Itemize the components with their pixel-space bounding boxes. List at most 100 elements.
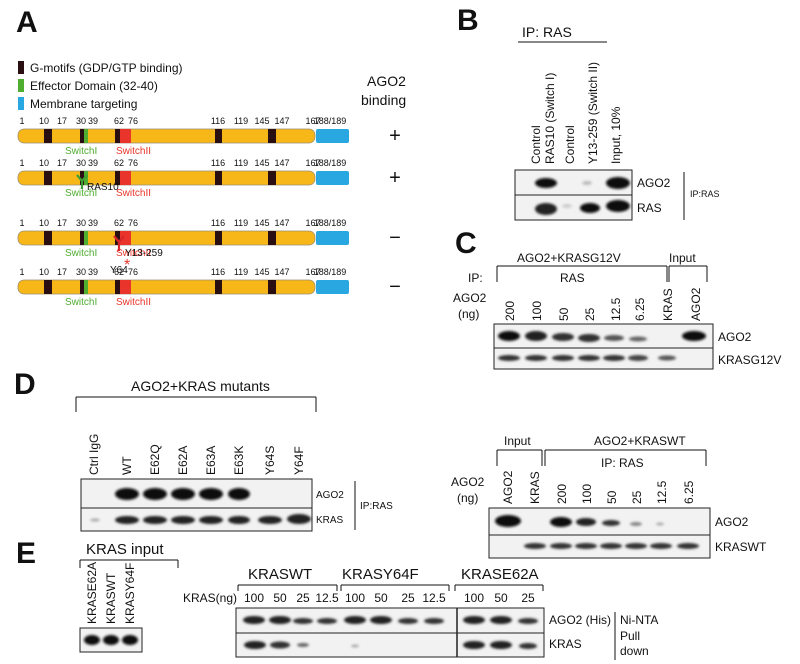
- blot-d: [80, 478, 313, 532]
- c-bot-ng: (ng): [457, 491, 478, 505]
- e-row-kras: KRAS: [549, 637, 582, 651]
- c-top-lane-label: KRAS: [661, 288, 675, 321]
- residue-number: 17: [57, 267, 67, 277]
- c-bot-lane-label: 12.5: [655, 480, 669, 504]
- legend-membrane-swatch: [18, 97, 24, 110]
- residue-number: 145: [254, 158, 269, 168]
- membrane-box: [316, 231, 349, 245]
- switch-i-label: SwitchI: [65, 146, 97, 157]
- residue-number: 1: [19, 158, 24, 168]
- residue-number: 188/189: [314, 267, 347, 277]
- switch2-box: [120, 280, 131, 294]
- c-bot-lane-label: 25: [630, 490, 644, 504]
- panel-label-b: B: [457, 4, 479, 37]
- b-side-label: IP:RAS: [690, 189, 720, 199]
- e-amount-label: 25: [296, 591, 310, 605]
- e-amount-label: 12.5: [315, 591, 339, 605]
- gmotif-box: [215, 280, 222, 294]
- gmotif-box: [80, 129, 84, 143]
- e-input-lane-label: KRASE62A: [85, 562, 99, 624]
- residue-number: 188/189: [314, 218, 347, 228]
- c-bot-lane-label: 6.25: [682, 480, 696, 504]
- c-bot-input: Input: [504, 434, 531, 448]
- residue-number: 119: [234, 116, 248, 126]
- y13-antibody: [113, 235, 125, 251]
- switch2-box: [120, 231, 131, 245]
- y13-label: Y13-259: [125, 248, 163, 259]
- residue-number: 1: [19, 267, 24, 277]
- panel-label-d: D: [14, 368, 36, 401]
- residue-number: 62: [114, 158, 124, 168]
- c-top-lane-label: AGO2: [689, 287, 703, 321]
- residue-number: 30: [76, 116, 86, 126]
- residue-number: 17: [57, 218, 67, 228]
- e-input-lane-label: KRASWT: [104, 572, 118, 624]
- d-lane-label: Y64S: [263, 446, 277, 475]
- blot-e-pulldown: [235, 607, 545, 658]
- d-lane-label: E62A: [176, 446, 190, 475]
- binding-title-1: AGO2: [367, 73, 406, 89]
- d-lane-label: E63A: [204, 446, 218, 475]
- d-lane-label: Y64F: [292, 446, 306, 475]
- residue-number: 1: [19, 218, 24, 228]
- gmotif-box: [115, 129, 120, 143]
- gmotif-box: [115, 231, 120, 245]
- residue-number: 62: [114, 267, 124, 277]
- residue-number: 147: [274, 267, 289, 277]
- switch-ii-label: SwitchII: [116, 188, 151, 199]
- e-side-3: down: [620, 644, 649, 658]
- switch-i-label: SwitchI: [65, 248, 97, 259]
- e-input-lane-label: KRASY64F: [123, 563, 137, 624]
- e-row-ago2: AGO2 (His): [549, 613, 611, 627]
- d-row-kras: KRAS: [316, 515, 344, 526]
- gmotif-box: [44, 231, 52, 245]
- c-top-ipsub: RAS: [560, 271, 585, 285]
- gmotif-box: [44, 280, 52, 294]
- residue-number: 10: [39, 218, 49, 228]
- blot-b: [514, 169, 633, 221]
- mutation-asterisk: *: [124, 257, 130, 274]
- protein-body: [17, 128, 316, 144]
- c-top-ng: (ng): [458, 307, 479, 321]
- residue-number: 116: [211, 218, 225, 228]
- e-amount-label: 100: [345, 591, 365, 605]
- gmotif-box: [215, 231, 222, 245]
- binding-symbol: +: [389, 167, 401, 189]
- c-bot-lane-label: AGO2: [501, 470, 515, 504]
- protein-body: [17, 230, 316, 246]
- residue-number: 147: [274, 218, 289, 228]
- residue-number: 39: [88, 116, 98, 126]
- gmotif-box: [80, 231, 84, 245]
- residue-number: 30: [76, 218, 86, 228]
- residue-number: 76: [128, 218, 138, 228]
- c-bot-lane-label: 100: [580, 484, 594, 504]
- legend-gmotif-swatch: [18, 61, 24, 74]
- e-input-title: KRAS input: [86, 541, 164, 558]
- residue-number: 76: [128, 158, 138, 168]
- b-row-ago2: AGO2: [637, 176, 671, 190]
- d-lane-label: Ctrl IgG: [87, 434, 101, 475]
- residue-number: 62: [114, 116, 124, 126]
- residue-number: 30: [76, 158, 86, 168]
- residue-number: 147: [274, 158, 289, 168]
- c-top-lane-label: 100: [530, 301, 544, 321]
- c-bot-ago2: AGO2: [451, 475, 485, 489]
- switch-i-label: SwitchI: [65, 188, 97, 199]
- membrane-box: [316, 171, 349, 185]
- switch-i-label: SwitchI: [65, 297, 97, 308]
- residue-number: 188/189: [314, 158, 347, 168]
- ipras-header: IP: RAS: [522, 24, 572, 40]
- c-bot-group: AGO2+KRASWT: [594, 434, 686, 448]
- membrane-box: [316, 280, 349, 294]
- residue-number: 10: [39, 116, 49, 126]
- legend-effector-swatch: [18, 79, 24, 92]
- residue-number: 116: [211, 267, 225, 277]
- residue-number: 39: [88, 158, 98, 168]
- effector-box: [84, 231, 88, 245]
- c-top-lane-label: 200: [503, 301, 517, 321]
